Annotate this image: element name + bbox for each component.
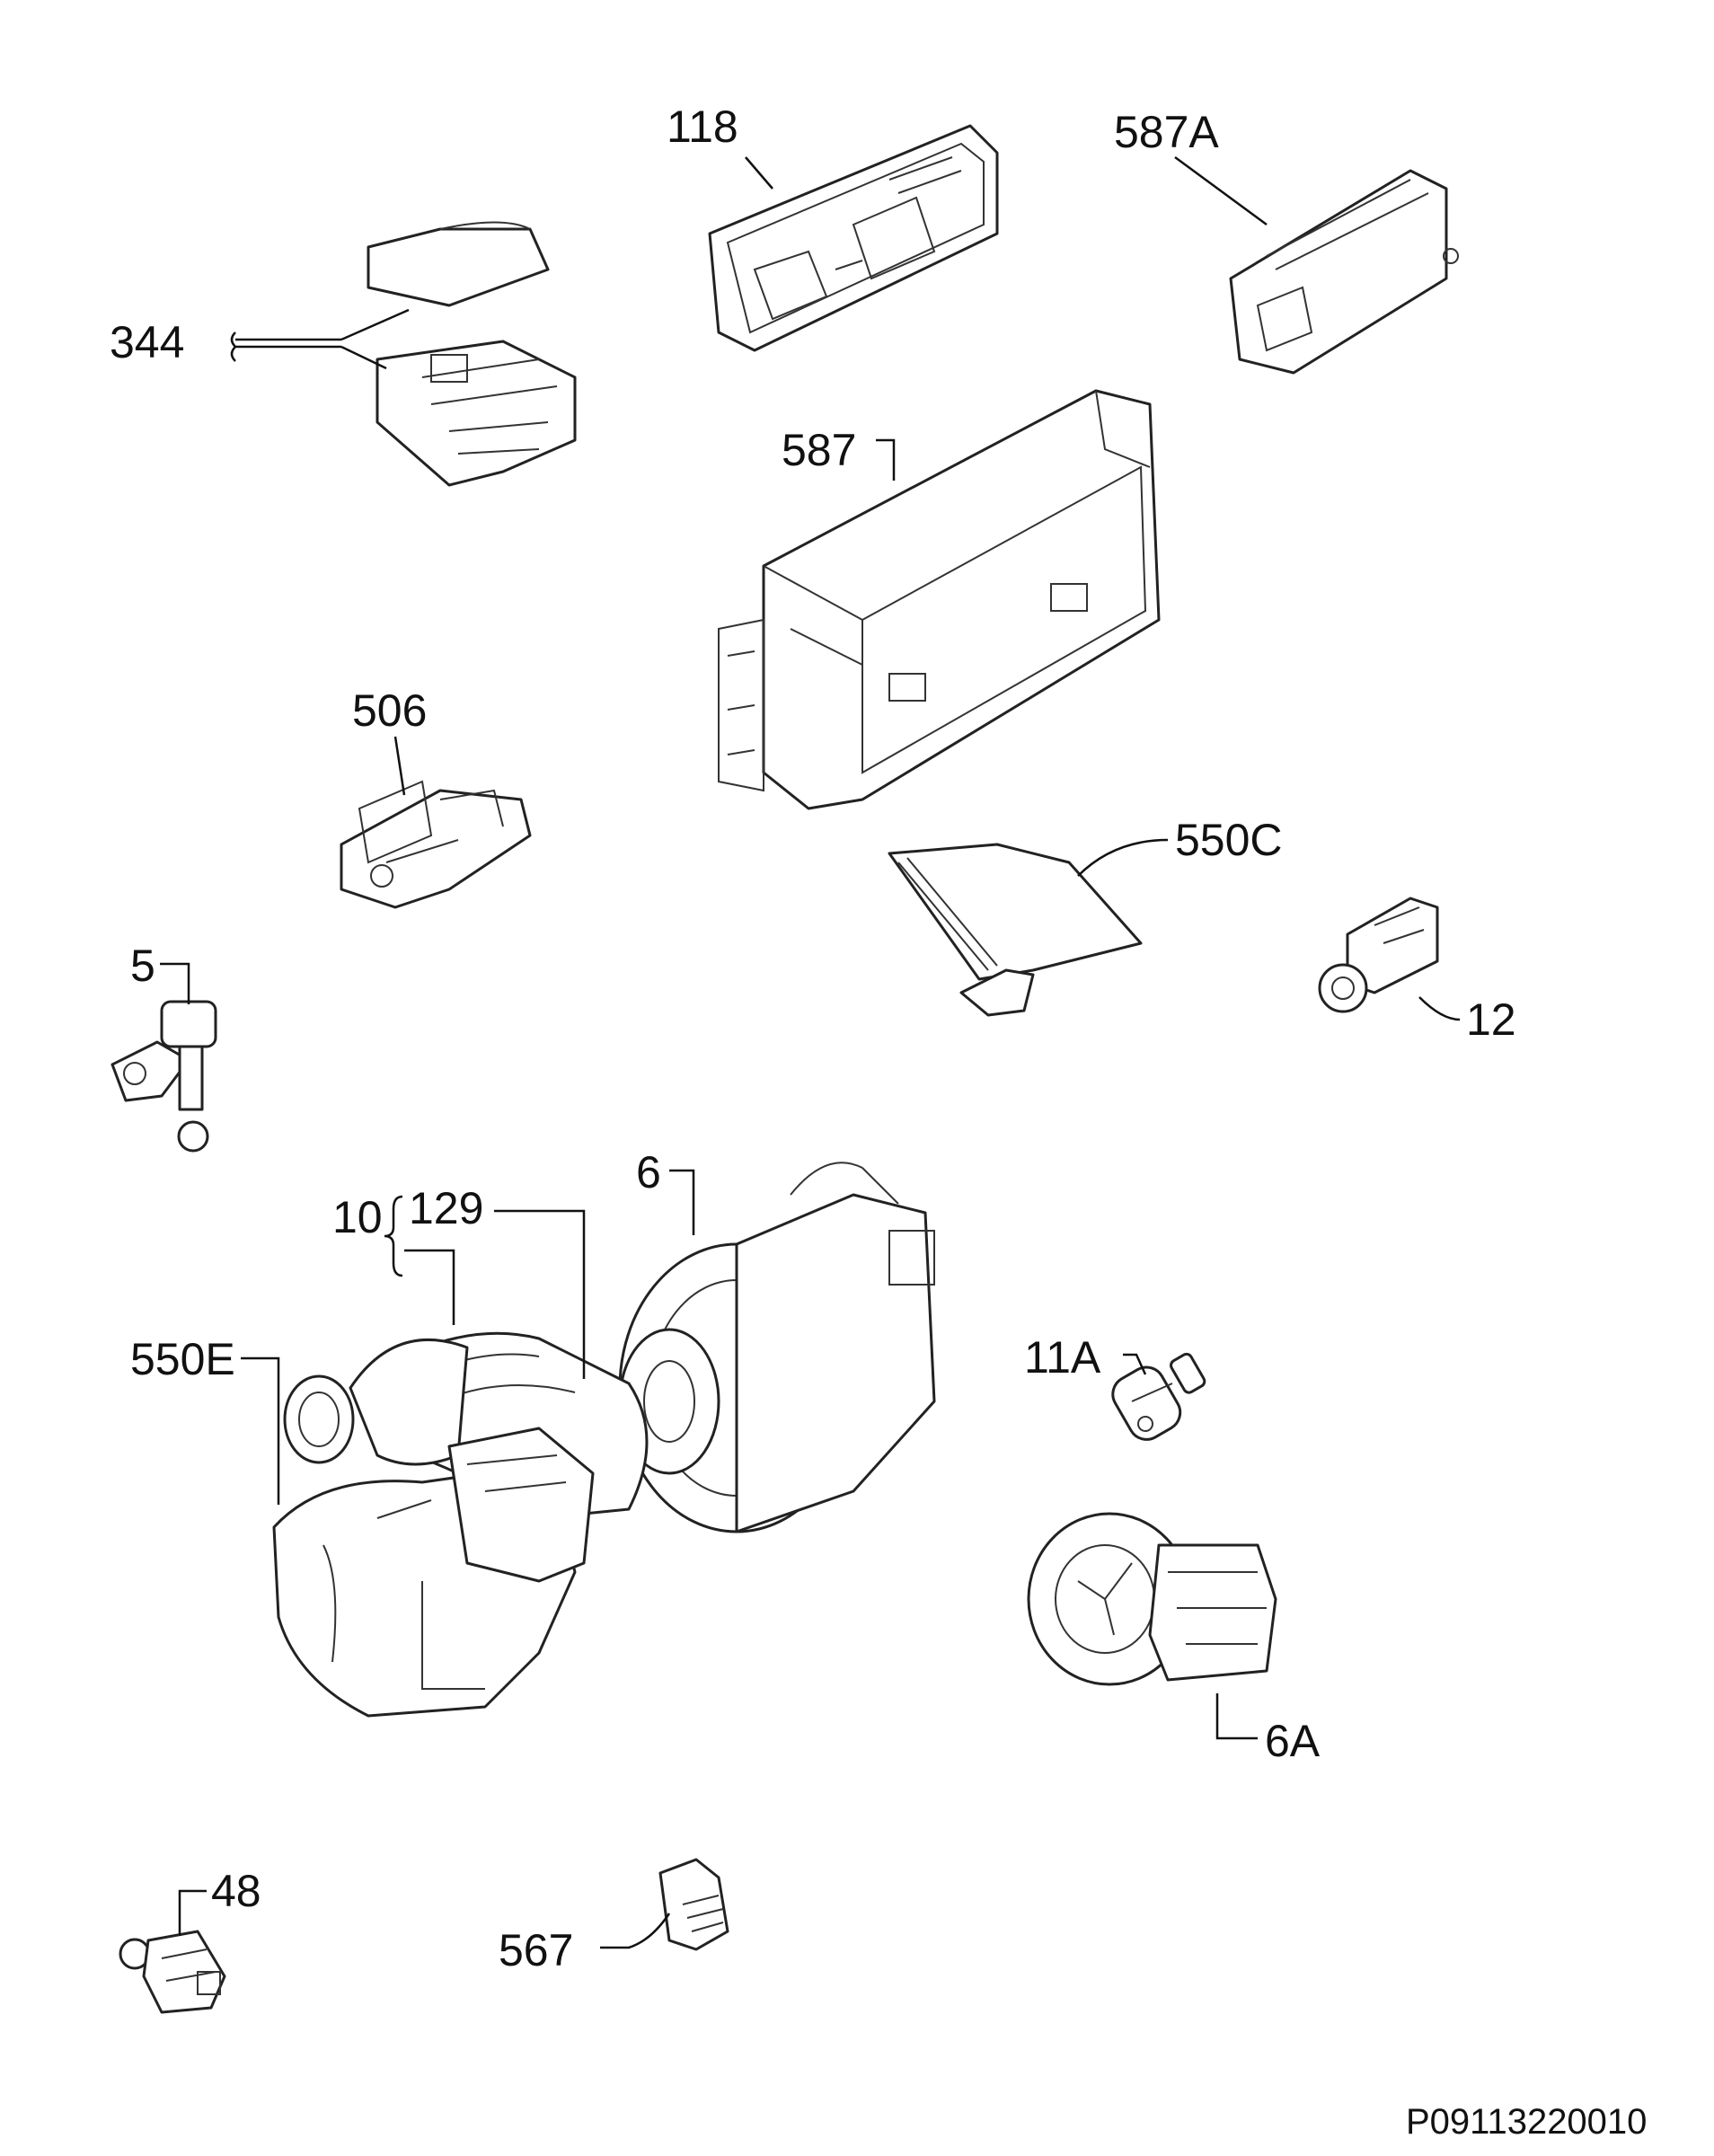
label-5: 5 [130, 941, 155, 991]
label-48: 48 [211, 1866, 261, 1916]
leader-10 [384, 1195, 586, 1379]
label-587: 587 [782, 425, 856, 475]
part-567[interactable] [658, 1858, 729, 1951]
reference-code: P09113220010 [1406, 2102, 1647, 2142]
part-344[interactable] [367, 221, 577, 487]
part-5[interactable] [110, 1000, 217, 1153]
leader-587 [876, 438, 896, 481]
part-587[interactable] [718, 389, 1161, 810]
part-12[interactable] [1318, 897, 1439, 1013]
label-344: 344 [110, 317, 184, 367]
part-550e[interactable] [272, 1338, 595, 1718]
label-550e: 550E [130, 1334, 235, 1384]
leader-506 [393, 736, 406, 796]
part-11a[interactable] [1107, 1352, 1206, 1445]
part-550c[interactable] [888, 843, 1143, 1017]
label-6: 6 [636, 1147, 661, 1197]
label-118: 118 [667, 102, 738, 152]
part-6[interactable] [618, 1162, 936, 1533]
part-48[interactable] [119, 1930, 226, 2014]
label-10: 10 [332, 1192, 383, 1242]
part-118[interactable] [708, 124, 999, 352]
leader-567 [600, 1913, 671, 1949]
part-6a[interactable] [1027, 1512, 1277, 1686]
label-12: 12 [1466, 994, 1516, 1045]
leader-344 [230, 308, 410, 370]
label-587a: 587A [1114, 107, 1219, 157]
leader-587a [1174, 155, 1268, 226]
leader-48 [178, 1889, 207, 1936]
leader-6a [1215, 1693, 1258, 1740]
label-567: 567 [499, 1925, 573, 1975]
leader-12 [1418, 996, 1461, 1021]
part-587a[interactable] [1229, 169, 1459, 375]
leader-5 [160, 962, 190, 1004]
leader-550e [241, 1356, 280, 1505]
leader-118 [745, 156, 773, 190]
part-506[interactable] [340, 780, 532, 909]
leader-550c [1077, 838, 1169, 877]
leader-11a [1123, 1353, 1147, 1375]
label-506: 506 [352, 685, 427, 736]
label-129: 129 [409, 1183, 483, 1233]
label-550c: 550C [1175, 815, 1283, 865]
leader-6 [669, 1169, 695, 1235]
label-6a: 6A [1265, 1716, 1321, 1766]
label-11a: 11A [1024, 1332, 1101, 1383]
